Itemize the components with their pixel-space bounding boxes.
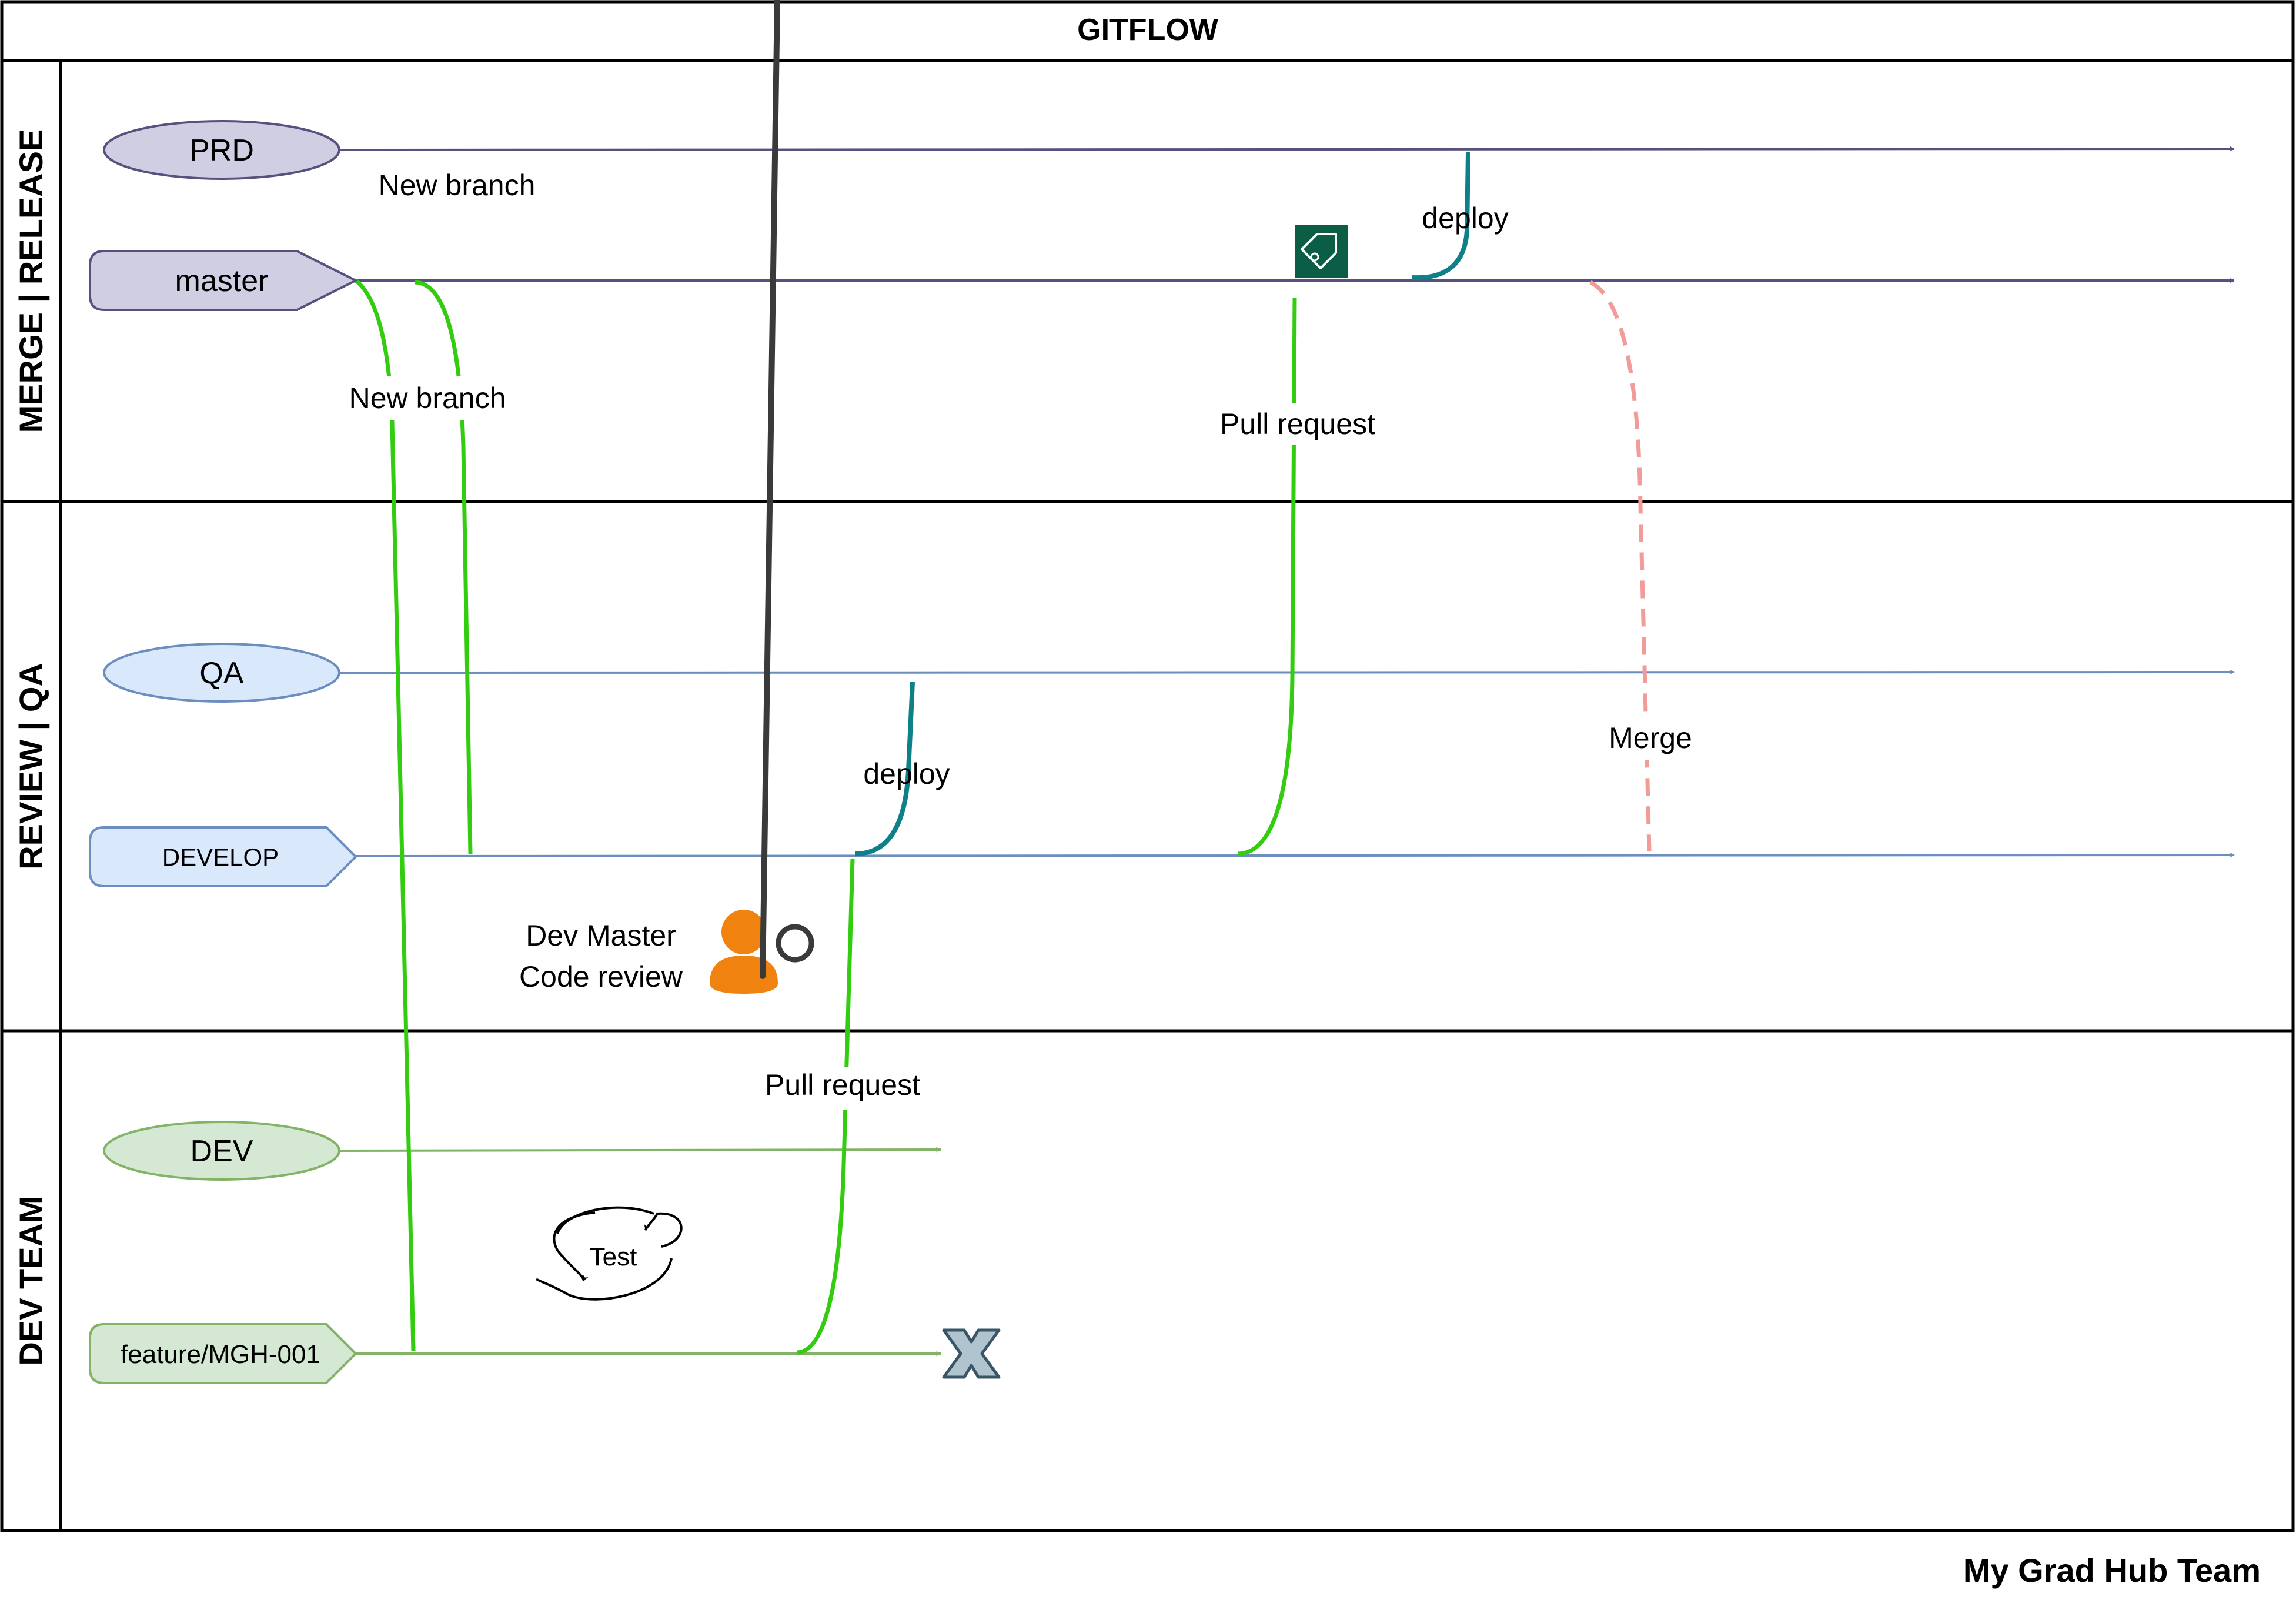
- dev-branch-shape: [103, 1121, 340, 1181]
- deploy-prd-arrow: [1412, 151, 1470, 280]
- merge-label-bg: [1599, 717, 1699, 760]
- qa-branch-label: QA: [199, 656, 243, 690]
- qa-branch-line: [339, 669, 2235, 675]
- lane-label-merge-release: MERGE | RELEASE: [12, 129, 50, 433]
- branch-prd[interactable]: PRD: [103, 120, 340, 180]
- code-review-label: Code review: [519, 960, 683, 993]
- deploy-qa-label: deploy: [863, 757, 950, 790]
- pull-request-develop-label: Pull request: [765, 1068, 920, 1101]
- new-branch-develop-arrow: [414, 280, 473, 854]
- merge-master-develop-arrow: [1589, 280, 1652, 852]
- refresh-cycle-icon: [535, 1206, 683, 1301]
- branch-develop[interactable]: DEVELOP: [89, 826, 357, 887]
- new-branch-label: New branch: [349, 382, 506, 415]
- qa-branch-shape: [103, 643, 340, 703]
- develop-branch-line: [355, 852, 2235, 858]
- test-label: Test: [590, 1242, 637, 1271]
- user-search-icon: [710, 0, 814, 994]
- deploy-qa-arrow: [855, 682, 915, 856]
- feature-branch-label: feature/MGH-001: [121, 1340, 320, 1369]
- dev-branch-line: [339, 1147, 941, 1153]
- pool-frame: [0, 0, 2295, 1532]
- new-branch-top-label: New branch: [379, 169, 536, 202]
- team-footer: My Grad Hub Team: [1963, 1552, 2261, 1589]
- pull-request-develop-label-bg: [756, 1067, 932, 1110]
- develop-branch-label: DEVELOP: [162, 843, 279, 871]
- branch-dev[interactable]: DEV: [103, 1121, 340, 1181]
- develop-branch-shape: [89, 826, 357, 887]
- branch-qa[interactable]: QA: [103, 643, 340, 703]
- new-branch-label-bg: [338, 376, 514, 420]
- prd-branch-shape: [103, 120, 340, 180]
- branch-master[interactable]: master: [89, 250, 359, 311]
- lane-label-review-qa: REVIEW | QA: [12, 663, 50, 870]
- prd-branch-line: [339, 146, 2235, 152]
- branch-feature[interactable]: feature/MGH-001: [89, 1323, 357, 1384]
- feature-branch-shape: [89, 1323, 357, 1384]
- master-branch-shape: [89, 250, 359, 311]
- deploy-prd-label: deploy: [1422, 202, 1508, 235]
- x-close-icon: [942, 1328, 1001, 1379]
- lane-label-dev-team: DEV TEAM: [12, 1195, 49, 1365]
- pull-request-master-arrow: [1237, 298, 1297, 856]
- pull-request-master-label-bg: [1210, 403, 1386, 445]
- merge-label: Merge: [1609, 722, 1692, 754]
- prd-branch-label: PRD: [189, 133, 254, 168]
- tag-icon: [1295, 225, 1348, 278]
- pull-request-master-label: Pull request: [1220, 407, 1375, 440]
- dev-master-label: Dev Master: [526, 919, 676, 952]
- master-branch-label: master: [175, 264, 269, 298]
- pull-request-develop-arrow: [796, 858, 855, 1355]
- dev-branch-label: DEV: [191, 1134, 253, 1168]
- diagram-title: GITFLOW: [1077, 13, 1219, 47]
- new-branch-feature-arrow: [354, 279, 416, 1352]
